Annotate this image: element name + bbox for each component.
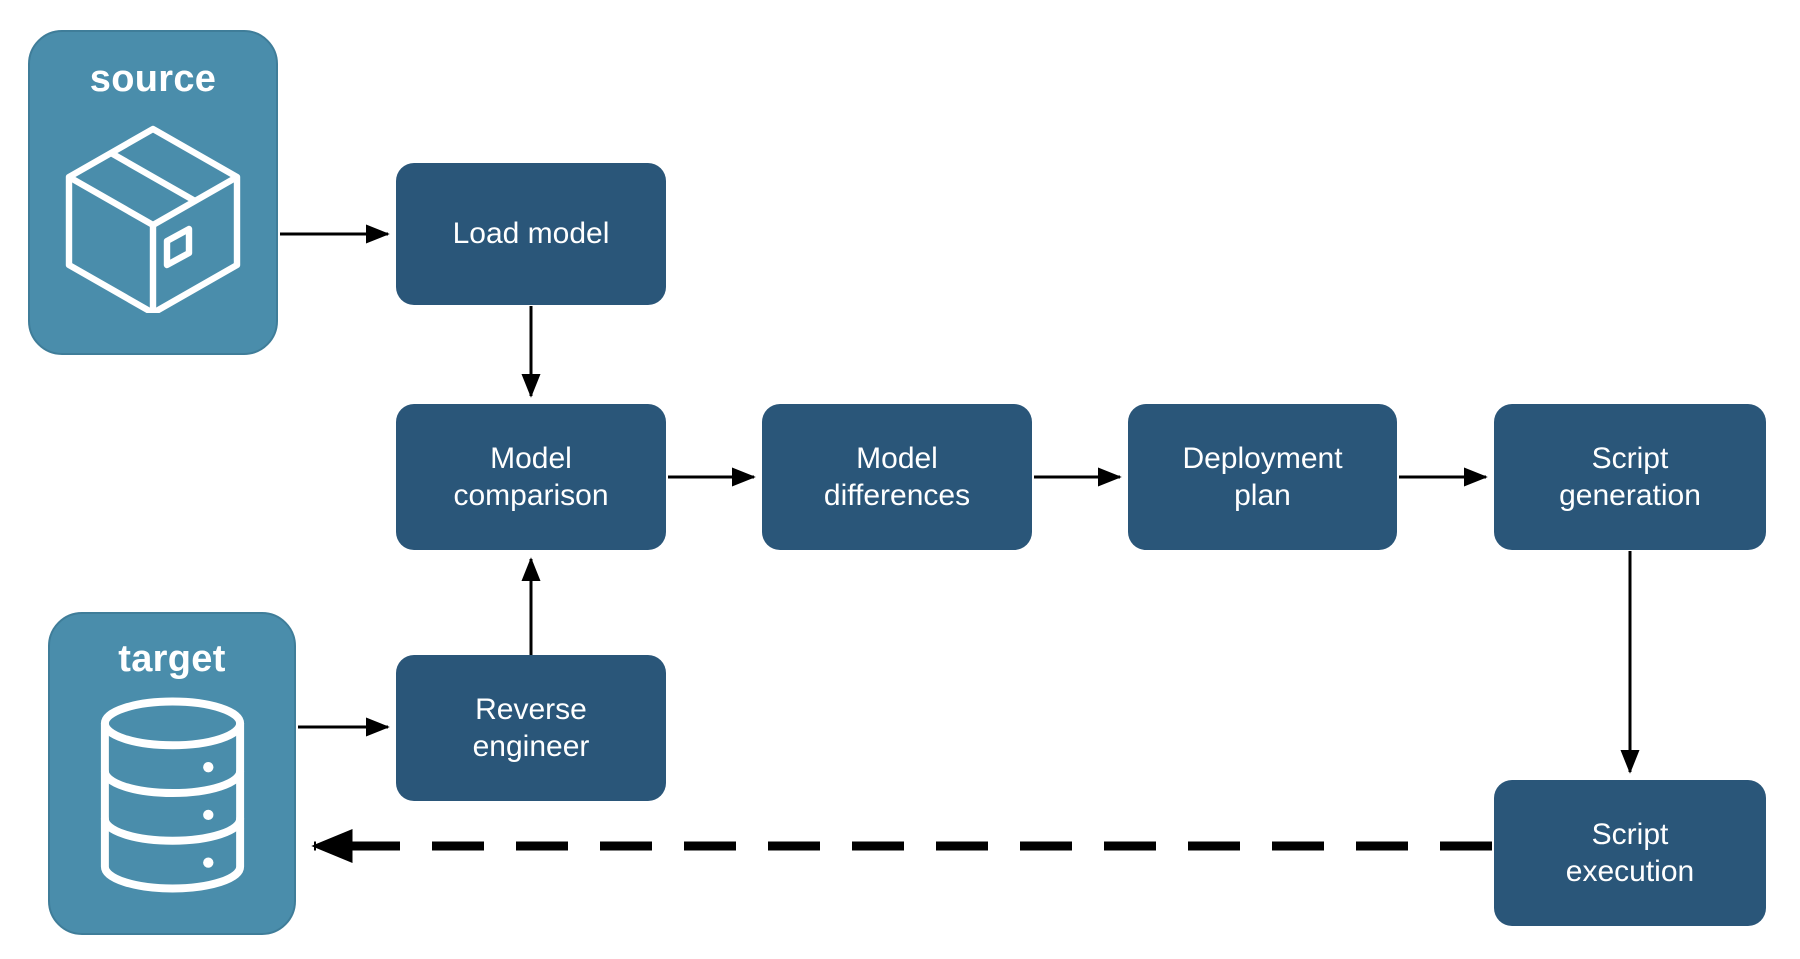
process-reverse-engineer[interactable]: Reverse engineer — [396, 655, 666, 801]
process-script-execution-label: Script execution — [1565, 817, 1695, 888]
process-model-comparison-label: Model comparison — [453, 441, 609, 512]
process-model-differences[interactable]: Model differences — [762, 404, 1032, 550]
process-model-comparison[interactable]: Model comparison — [396, 404, 666, 550]
process-script-execution[interactable]: Script execution — [1494, 780, 1766, 926]
package-box-icon — [53, 113, 253, 318]
database-cylinder-icon — [85, 695, 260, 900]
endpoint-source[interactable]: source — [28, 30, 278, 355]
process-model-differences-label: Model differences — [823, 441, 971, 512]
process-load-model[interactable]: Load model — [396, 163, 666, 305]
process-load-model-label: Load model — [452, 217, 610, 251]
process-script-generation[interactable]: Script generation — [1494, 404, 1766, 550]
endpoint-target[interactable]: target — [48, 612, 296, 935]
endpoint-source-label: source — [89, 58, 217, 100]
process-deployment-plan[interactable]: Deployment plan — [1128, 404, 1397, 550]
process-deployment-plan-label: Deployment plan — [1182, 441, 1343, 512]
process-script-generation-label: Script generation — [1559, 441, 1701, 512]
process-reverse-engineer-label: Reverse engineer — [472, 692, 590, 763]
endpoint-target-label: target — [118, 638, 226, 680]
